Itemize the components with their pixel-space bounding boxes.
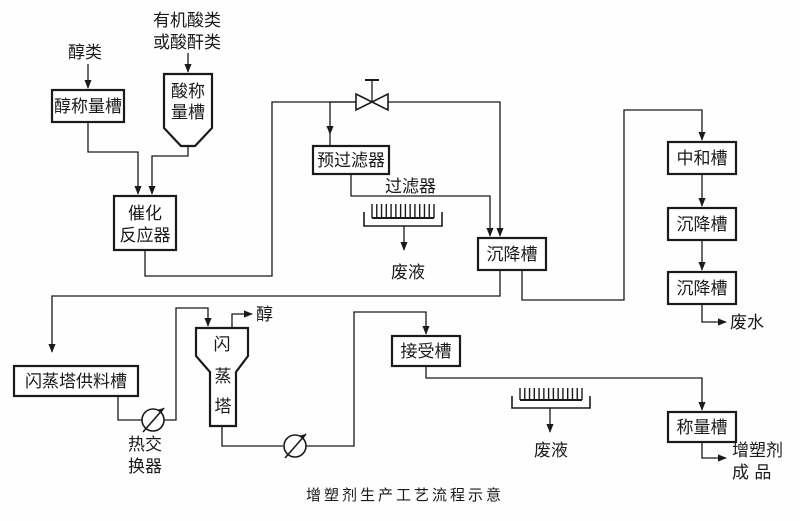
exchanger-to-flash-tower-line: [164, 307, 212, 421]
acid-input-label-1: 有机酸类: [153, 11, 221, 31]
acid-input-label-2: 或酸酐类: [153, 33, 221, 53]
alcohol-weigh-tank: 醇称量槽: [50, 88, 126, 124]
tower-to-exchanger-line: [221, 426, 283, 447]
settler-to-flash-feed-line: [48, 270, 501, 353]
flash-tower-label-2: 蒸: [215, 367, 232, 387]
acid-weigh-tank: 酸称 量槽: [162, 72, 214, 148]
alcohol-input-label: 醇类: [68, 43, 102, 63]
heat-exchanger-icon: [141, 407, 165, 433]
neutralizer-label: 中和槽: [677, 149, 728, 169]
acid-to-reactor-line: [148, 146, 189, 195]
heat-exchanger-label-2: 换器: [128, 457, 162, 477]
filter-icon: [363, 204, 443, 227]
waste-water-label: 废水: [730, 313, 764, 333]
reactor-label-2: 反应器: [120, 226, 171, 246]
waste-liquid-2-label: 废液: [534, 441, 568, 461]
acid-weigh-tank-label-2: 量槽: [171, 103, 205, 123]
valve-icon: [355, 79, 389, 112]
settler-2: 沉降槽: [666, 206, 738, 242]
settler-to-neutralizer-line: [521, 109, 706, 301]
neutralizer-tank: 中和槽: [666, 140, 738, 176]
heat-exchanger-label-1: 热交: [128, 435, 162, 455]
valve-to-settler-bypass-line: [388, 101, 504, 237]
settler-1-label: 沉降槽: [487, 245, 538, 265]
settler-3: 沉降槽: [666, 270, 738, 306]
alcohol-recovery-arrow: [231, 310, 253, 328]
waste-water-arrow: [701, 304, 727, 326]
weigh-tank-label: 称量槽: [677, 418, 728, 438]
filter-label: 过滤器: [385, 177, 436, 197]
receiver-to-weigh-tank-line: [425, 366, 706, 411]
reactor-label-1: 催化: [128, 204, 162, 224]
figure-caption: 增塑剂生产工艺流程示意: [306, 486, 504, 504]
feed-to-exchanger-line: [117, 396, 142, 421]
prefilter-to-settler-line: [350, 174, 494, 237]
prefilter-label: 预过滤器: [317, 151, 385, 171]
alcohol-to-reactor-line: [87, 122, 142, 195]
exchanger-to-receiver-line: [306, 311, 430, 447]
flash-tower-label-3: 塔: [215, 397, 232, 417]
valve-to-prefilter-line: [326, 101, 356, 135]
prefilter: 预过滤器: [311, 144, 391, 176]
weigh-tank: 称量槽: [666, 410, 738, 444]
catalytic-reactor: 催化 反应器: [112, 194, 178, 252]
flash-tower: 闪 蒸 塔: [194, 326, 250, 428]
receiver-tank: 接受槽: [390, 334, 462, 368]
product-label-1: 增塑剂: [732, 441, 783, 461]
flash-feed-tank: 闪蒸塔供料槽: [12, 364, 140, 398]
settler-2-label: 沉降槽: [677, 215, 728, 235]
settler-1: 沉降槽: [476, 236, 548, 272]
flash-tower-label-1: 闪: [214, 335, 231, 355]
filter-icon: [511, 388, 591, 409]
acid-weigh-tank-label-1: 酸称: [171, 82, 205, 102]
heat-exchanger-icon: [283, 433, 307, 459]
settler-3-label: 沉降槽: [677, 279, 728, 299]
product-arrow: [701, 442, 727, 462]
waste-liquid-1-label: 废液: [391, 263, 425, 283]
reactor-to-valve-line: [144, 101, 356, 277]
alcohol-weigh-tank-label: 醇称量槽: [54, 97, 122, 117]
receiver-label: 接受槽: [401, 342, 452, 362]
alcohol-recovered-label: 醇: [256, 305, 273, 325]
flash-feed-tank-label: 闪蒸塔供料槽: [25, 372, 127, 392]
product-label-2: 成 品: [732, 463, 771, 483]
